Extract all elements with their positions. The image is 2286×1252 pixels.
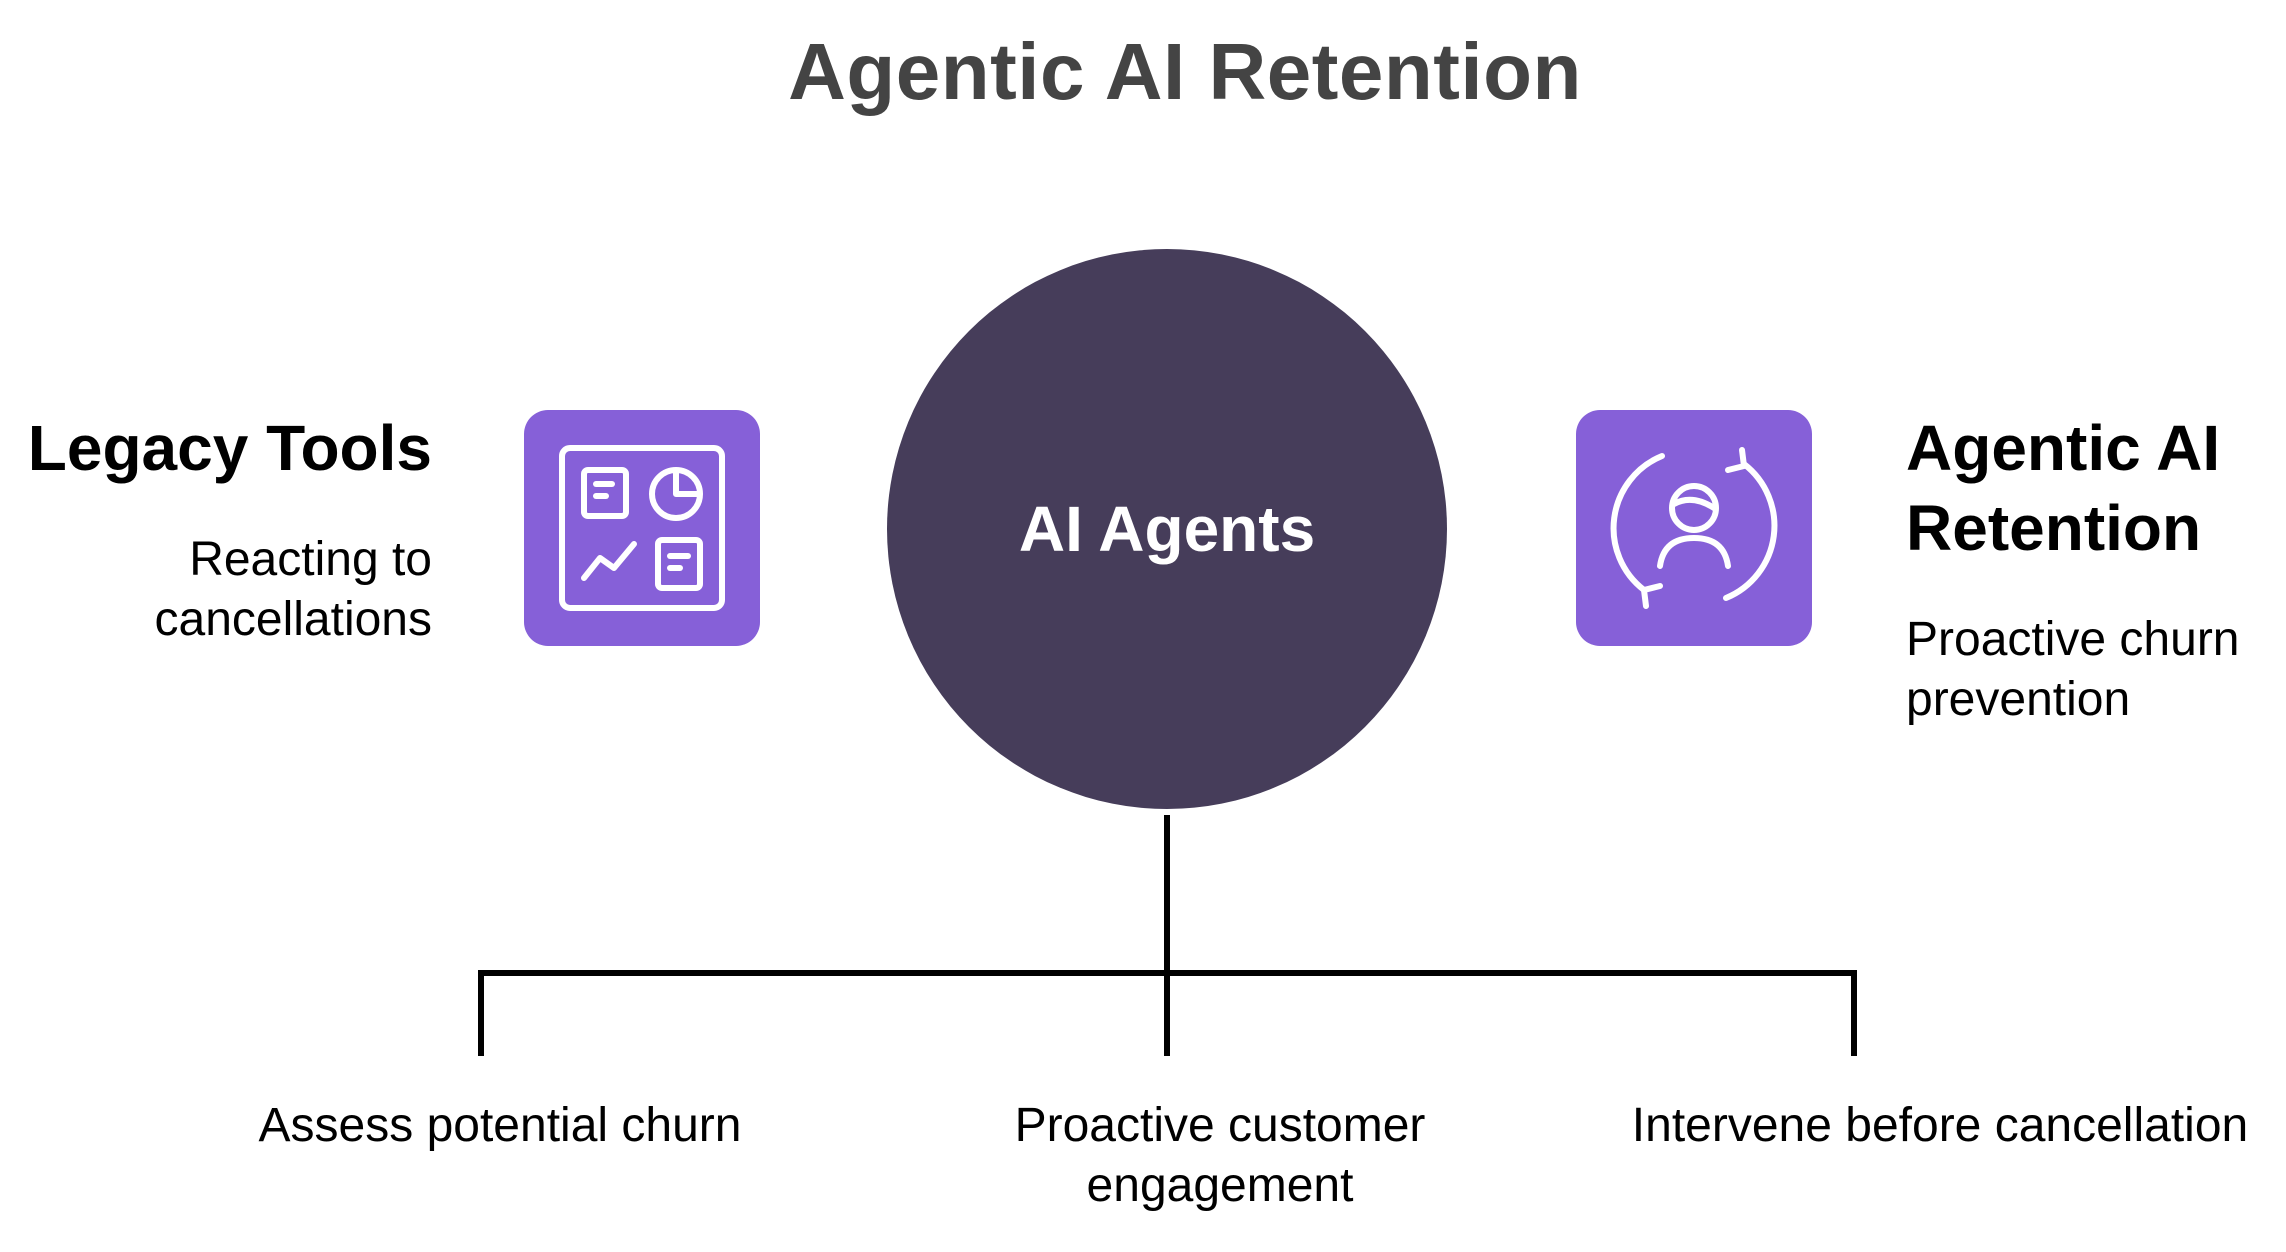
branch-label-intervene: Intervene before cancellation (1631, 1099, 2249, 1152)
agentic-ai-description: Proactive churn prevention (1906, 613, 2240, 726)
diagram-title: Agentic AI Retention (788, 27, 1582, 116)
legacy-tools-description: Reacting to cancellations (154, 533, 433, 646)
branch-label-engagement: Proactive customer engagement (1014, 1099, 1426, 1212)
hub-label: AI Agents (1018, 493, 1316, 565)
agentic-ai-heading: Agentic AI Retention (1906, 412, 2221, 564)
legacy-tools-heading: Legacy Tools (27, 412, 432, 484)
agentic-ai-tile (1576, 410, 1812, 646)
legacy-tools-tile (524, 410, 760, 646)
user-refresh-icon (1610, 447, 1778, 609)
branch-label-assess: Assess potential churn (258, 1099, 742, 1152)
analytics-dashboard-icon (559, 445, 725, 611)
ai-agents-hub: AI Agents (887, 249, 1447, 809)
